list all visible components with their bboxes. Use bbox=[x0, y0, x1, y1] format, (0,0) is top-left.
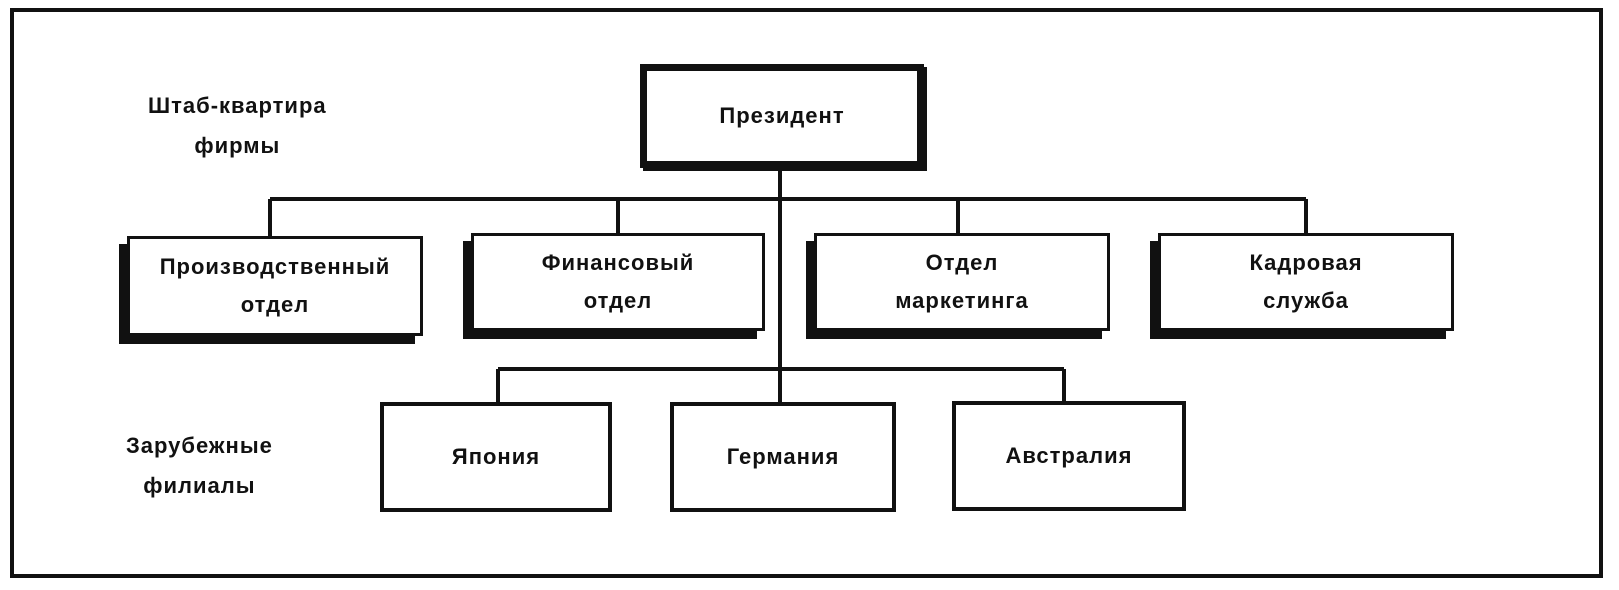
branch-japan-label: Япония bbox=[451, 444, 541, 469]
department-hr-line-1: Кадровая bbox=[1249, 250, 1363, 275]
department-finance-line-2: отдел bbox=[583, 288, 653, 313]
branches-label-line-1: Зарубежные bbox=[126, 433, 273, 458]
department-marketing-line-1: Отдел bbox=[925, 250, 999, 275]
department-hr-line-2: служба bbox=[1263, 288, 1349, 313]
headquarters-label-line-2: фирмы bbox=[194, 133, 281, 158]
branch-australia: Австралия bbox=[952, 401, 1186, 511]
department-finance: Финансовый отдел bbox=[471, 233, 765, 331]
branches-label-line-2: филиалы bbox=[143, 473, 256, 498]
branch-germany-label: Германия bbox=[726, 444, 840, 469]
president-label: Президент bbox=[719, 103, 845, 128]
branch-japan: Япония bbox=[380, 402, 612, 512]
department-production-line-2: отдел bbox=[240, 292, 310, 317]
branch-germany: Германия bbox=[670, 402, 896, 512]
branch-australia-label: Австралия bbox=[1005, 443, 1133, 468]
diagram-frame bbox=[10, 8, 1603, 578]
headquarters-label: Штаб-квартира фирмы bbox=[148, 86, 327, 166]
department-marketing: Отдел маркетинга bbox=[814, 233, 1110, 331]
president-box: Президент bbox=[640, 64, 924, 168]
department-production-line-1: Производственный bbox=[159, 254, 391, 279]
branches-label: Зарубежные филиалы bbox=[126, 426, 273, 506]
headquarters-label-line-1: Штаб-квартира bbox=[148, 93, 327, 118]
department-production: Производственный отдел bbox=[127, 236, 423, 336]
department-finance-line-1: Финансовый bbox=[541, 250, 695, 275]
department-marketing-line-2: маркетинга bbox=[895, 288, 1029, 313]
department-hr: Кадровая служба bbox=[1158, 233, 1454, 331]
